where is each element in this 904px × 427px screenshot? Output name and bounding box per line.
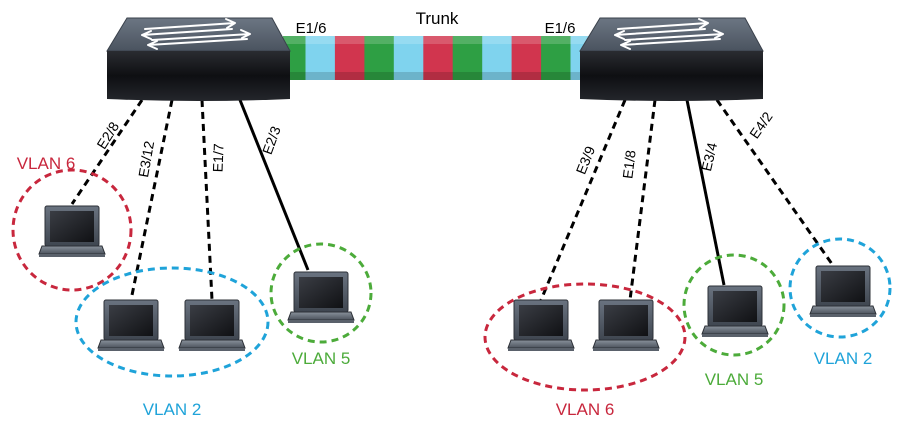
- laptop-icon[interactable]: [178, 299, 246, 352]
- link-e3-4: [685, 99, 726, 286]
- vlan2-label-left: VLAN 2: [143, 400, 202, 419]
- port-label-e1-8: E1/8: [619, 149, 638, 180]
- laptop-icon[interactable]: [592, 299, 660, 352]
- vlan2-label-right: VLAN 2: [814, 349, 873, 368]
- trunk-cable: [280, 36, 595, 80]
- laptop-icon[interactable]: [97, 299, 165, 352]
- link-e4-2: [715, 99, 834, 265]
- laptop-icon[interactable]: [38, 205, 106, 258]
- port-label-e1-7: E1/7: [210, 143, 227, 173]
- trunk-port-right: E1/6: [545, 20, 576, 37]
- trunk-stripe: [423, 36, 454, 80]
- link-e2-8: [70, 99, 144, 205]
- link-e2-3: [238, 99, 310, 271]
- trunk-stripe: [511, 36, 542, 80]
- vlan5-group-right: [682, 253, 786, 357]
- port-label-e4-2: E4/2: [746, 109, 776, 142]
- trunk-stripe: [334, 36, 365, 80]
- vlan5-label-left: VLAN 5: [292, 349, 351, 368]
- trunk-stripe: [482, 36, 513, 80]
- trunk-port-left: E1/6: [296, 20, 327, 37]
- vlan6-group-left: [11, 168, 133, 292]
- trunk-stripe: [364, 36, 395, 80]
- vlan5-group-left: [269, 242, 373, 344]
- right-switch[interactable]: [579, 17, 764, 101]
- vlan6-label-left: VLAN 6: [17, 154, 76, 173]
- laptop-icon[interactable]: [287, 271, 355, 324]
- link-e3-12: [129, 99, 174, 301]
- arrows-icon: [614, 18, 724, 50]
- vlan5-label-right: VLAN 5: [705, 370, 764, 389]
- link-e3-9: [539, 99, 627, 301]
- trunk-stripe: [305, 36, 336, 80]
- trunk-stripe: [452, 36, 483, 80]
- trunk-stripe: [541, 36, 572, 80]
- laptop-icon[interactable]: [701, 285, 769, 338]
- arrows-icon: [141, 18, 251, 50]
- trunk-stripe: [393, 36, 424, 80]
- trunk-label: Trunk: [416, 9, 459, 28]
- link-e1-7: [200, 99, 214, 301]
- trunk-shading: [280, 36, 595, 44]
- laptop-icon[interactable]: [507, 299, 575, 352]
- trunk-shading: [280, 72, 595, 80]
- vlan2-group-left: [74, 266, 270, 378]
- left-links: [70, 99, 310, 301]
- vlan6-label-right: VLAN 6: [556, 400, 615, 419]
- vlan2-group-right: [788, 237, 892, 339]
- vlan6-group-right: [483, 282, 687, 392]
- left-switch[interactable]: [106, 17, 291, 101]
- port-label-e3-4: E3/4: [698, 141, 720, 173]
- laptop-icon[interactable]: [809, 265, 877, 318]
- port-label-e2-3: E2/3: [259, 124, 284, 157]
- port-label-e3-12: E3/12: [135, 140, 157, 179]
- right-links: [539, 99, 834, 301]
- link-e1-8: [628, 99, 657, 301]
